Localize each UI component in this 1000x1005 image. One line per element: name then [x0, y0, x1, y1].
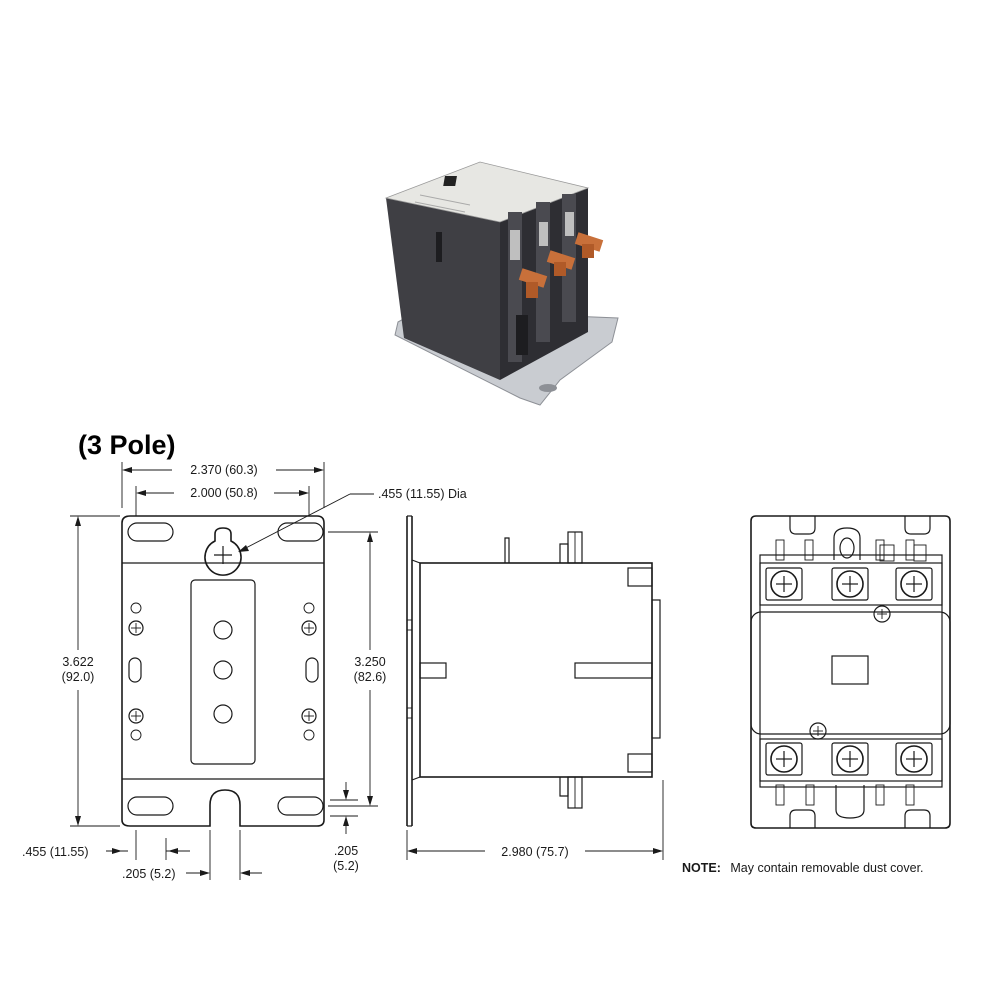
terminal-screw-icon [831, 742, 869, 776]
dim-edge-offset: .455 (11.55) [22, 845, 88, 859]
terminal-screw-icon [895, 742, 933, 776]
dim-hole-dia: .455 (11.55) Dia [378, 487, 467, 501]
dim-slot-offset-in: .205 [334, 844, 358, 858]
dim-overall-width: 2.370 (60.3) [190, 463, 257, 477]
dim-slot-offset-mm: (5.2) [333, 859, 359, 873]
front-dimensions: 2.370 (60.3) 2.000 (50.8) .455 (11.55) D… [22, 462, 467, 881]
screw-icon [128, 620, 144, 636]
note-label: NOTE: [682, 861, 721, 875]
note-text: May contain removable dust cover. [730, 861, 923, 875]
dim-mount-height-mm: (82.6) [354, 670, 387, 684]
side-view: 2.980 (75.7) [406, 515, 664, 860]
dim-mount-width: 2.000 (50.8) [190, 486, 257, 500]
note: NOTE: May contain removable dust cover. [682, 861, 924, 875]
terminal-screw-icon [765, 742, 803, 776]
screw-icon [128, 708, 144, 724]
cover-screw-icon [873, 605, 891, 623]
dim-overall-height-in: 3.622 [62, 655, 93, 669]
screw-icon [301, 620, 317, 636]
dim-depth: 2.980 (75.7) [501, 845, 568, 859]
dim-slot-width: .205 (5.2) [122, 867, 176, 881]
screw-icon [301, 708, 317, 724]
diagram-title: (3 Pole) [78, 430, 176, 460]
terminal-screw-icon [895, 567, 933, 601]
terminal-screw-icon [831, 567, 869, 601]
top-view [750, 515, 951, 829]
dim-overall-height-mm: (92.0) [62, 670, 95, 684]
front-view [121, 515, 325, 827]
dim-mount-height-in: 3.250 [354, 655, 385, 669]
contactor-photo [384, 161, 619, 406]
terminal-screw-icon [765, 567, 803, 601]
cover-screw-icon [809, 722, 827, 740]
